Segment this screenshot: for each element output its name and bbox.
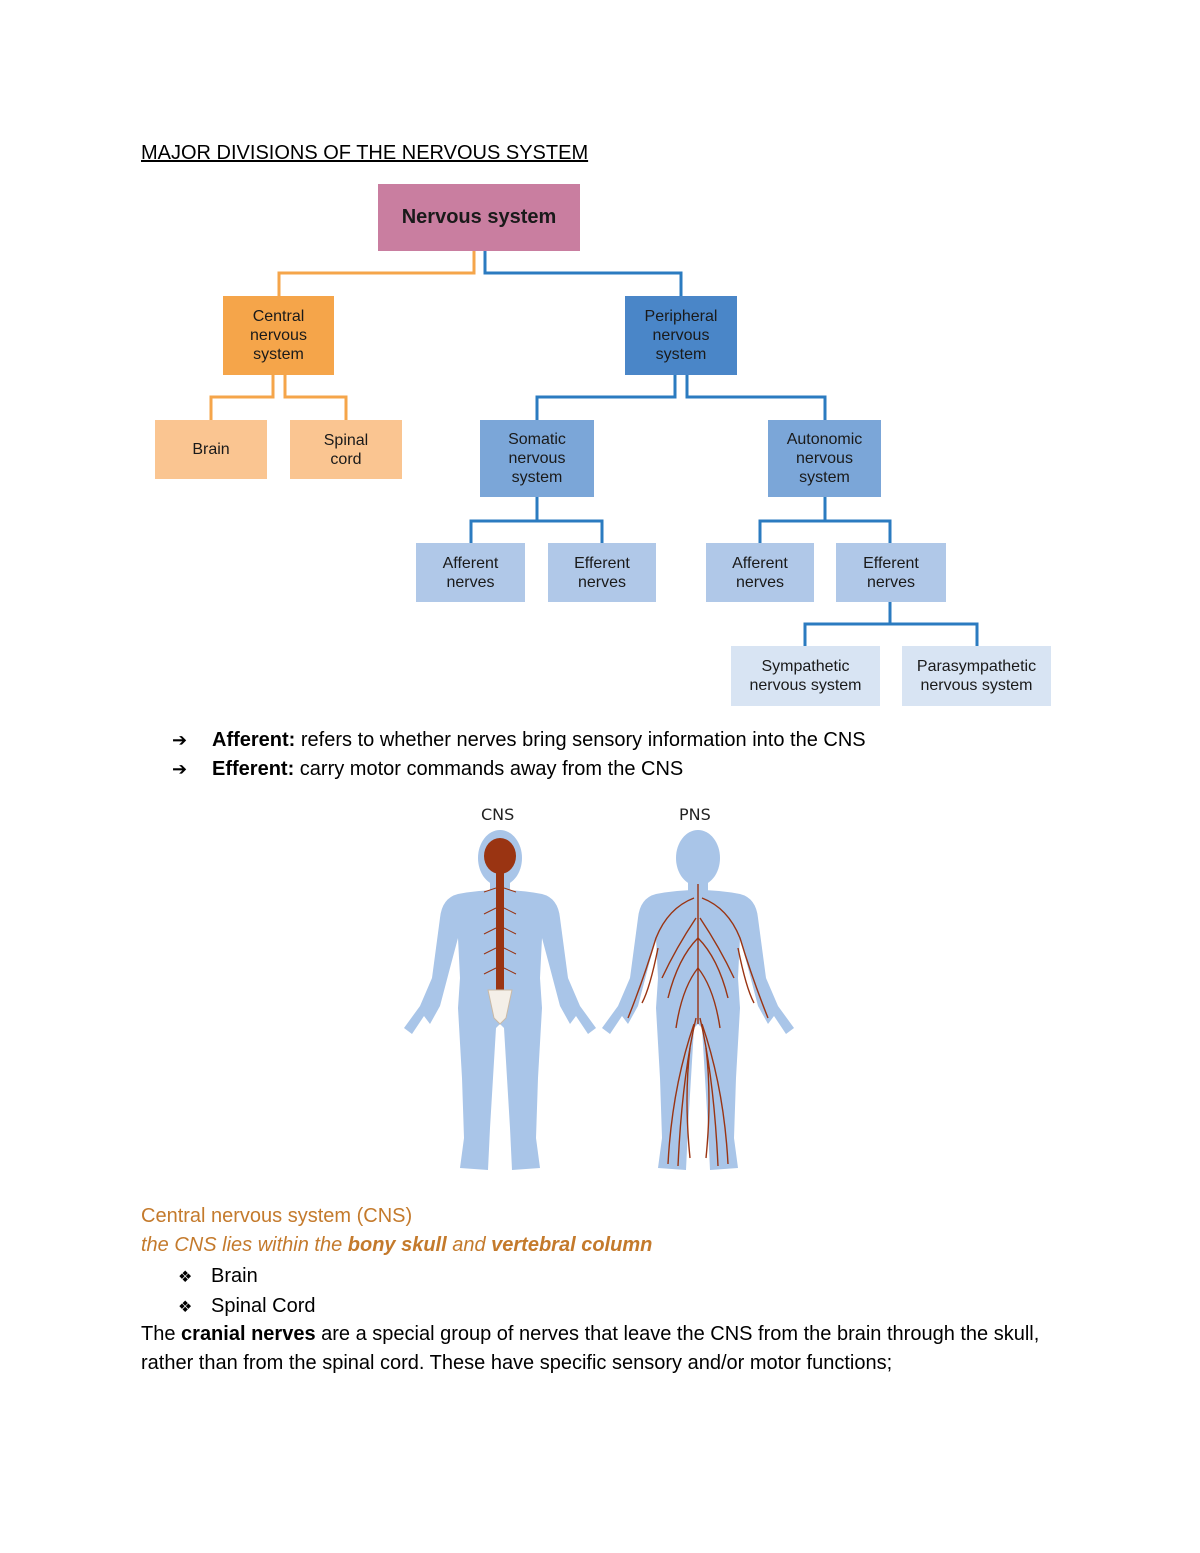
cranial-nerves-paragraph: The cranial nerves are a special group o…: [141, 1320, 1071, 1378]
para-cranial-nerves: cranial nerves: [181, 1323, 316, 1345]
node-nervous-system: Nervous system: [378, 184, 580, 251]
connector-cns-brain: [209, 375, 275, 420]
node-spinal-cord: Spinal cord: [290, 420, 402, 479]
figure-label-cns: CNS: [481, 805, 515, 824]
connector-pns-somatic: [535, 375, 677, 420]
node-somatic-nervous-system: Somatic nervous system: [480, 420, 594, 497]
node-autonomic-efferent-nerves: Efferent nerves: [836, 543, 946, 602]
node-central-nervous-system: Central nervous system: [223, 296, 334, 375]
connector-autonomic-children: [758, 519, 892, 543]
diamond-bullet-icon: ❖: [178, 1269, 193, 1286]
definition-text: carry motor commands away from the CNS: [294, 758, 684, 780]
page-title: MAJOR DIVISIONS OF THE NERVOUS SYSTEM: [141, 142, 589, 164]
node-somatic-afferent-nerves: Afferent nerves: [416, 543, 525, 602]
definition-afferent: ➔ Afferent: refers to whether nerves bri…: [172, 726, 866, 755]
node-brain: Brain: [155, 420, 267, 479]
list-item-text: Spinal Cord: [211, 1295, 316, 1317]
diagram-connectors: [209, 251, 979, 646]
figure-label-pns: PNS: [679, 805, 711, 824]
cns-sub-bony-skull: bony skull: [347, 1234, 447, 1256]
cns-brain-and-spinal-cord: [483, 838, 517, 1025]
body-figures-illustration: [404, 830, 794, 1170]
para-prefix: The: [141, 1323, 182, 1345]
cns-sub-mid: and: [446, 1234, 492, 1256]
node-parasympathetic-nervous-system: Parasympathetic nervous system: [902, 646, 1051, 706]
list-item-text: Brain: [211, 1265, 258, 1287]
connector-root-cns: [277, 251, 476, 296]
node-peripheral-nervous-system: Peripheral nervous system: [625, 296, 737, 375]
list-item: ❖ Brain: [178, 1262, 316, 1292]
para-rest: are a special group of nerves that leave…: [141, 1323, 1040, 1374]
node-autonomic-nervous-system: Autonomic nervous system: [768, 420, 881, 497]
cns-subheading: the CNS lies within the bony skull and v…: [141, 1234, 652, 1257]
arrow-right-icon: ➔: [172, 759, 188, 779]
pns-nerve-network: [627, 884, 769, 1167]
connector-cns-spinal: [283, 375, 348, 420]
cns-heading: Central nervous system (CNS): [141, 1205, 413, 1227]
connector-root-pns: [483, 251, 683, 296]
connector-efferent-children: [803, 622, 979, 646]
node-sympathetic-nervous-system: Sympathetic nervous system: [731, 646, 880, 706]
cns-sub-prefix: the CNS lies within the: [141, 1234, 348, 1256]
cns-component-list: ❖ Brain ❖ Spinal Cord: [178, 1262, 316, 1322]
definition-term: Afferent:: [212, 729, 296, 751]
connector-somatic-children: [469, 519, 604, 543]
node-somatic-efferent-nerves: Efferent nerves: [548, 543, 656, 602]
definition-term: Efferent:: [212, 758, 295, 780]
definition-list: ➔ Afferent: refers to whether nerves bri…: [172, 726, 866, 784]
cns-sub-vertebral-column: vertebral column: [491, 1234, 653, 1256]
node-autonomic-afferent-nerves: Afferent nerves: [706, 543, 814, 602]
definition-text: refers to whether nerves bring sensory i…: [295, 729, 866, 751]
connector-pns-autonomic: [685, 375, 827, 420]
list-item: ❖ Spinal Cord: [178, 1292, 316, 1322]
definition-efferent: ➔ Efferent: carry motor commands away fr…: [172, 755, 866, 784]
diamond-bullet-icon: ❖: [178, 1299, 193, 1316]
arrow-right-icon: ➔: [172, 730, 188, 750]
